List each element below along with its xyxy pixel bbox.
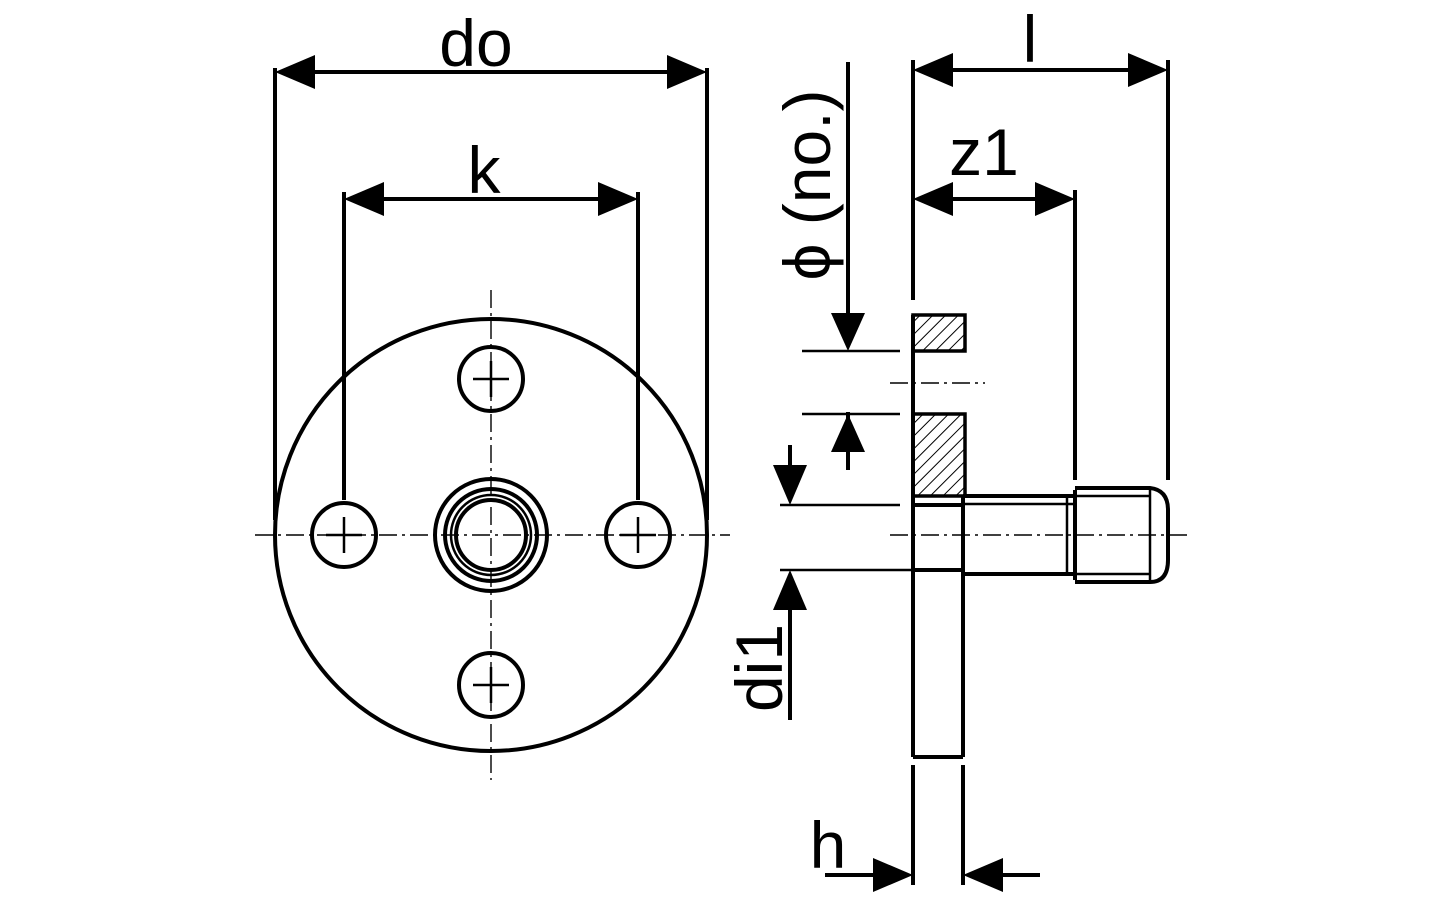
side-view: l z1 ϕ (no.) di1: [722, 2, 1188, 892]
hatched-section-top: [911, 313, 967, 353]
dimension-do: [273, 55, 709, 520]
label-hole-diameter: ϕ (no.): [770, 89, 844, 280]
bore-inner-ring: [449, 493, 533, 577]
dimension-k: [342, 182, 640, 500]
bore-outer-circle: [433, 477, 549, 593]
flange-outer-circle: [273, 317, 709, 753]
dimension-z1: [913, 182, 1077, 480]
bolt-hole-left: [310, 501, 378, 569]
label-do: do: [439, 6, 512, 80]
dimension-l: [911, 53, 1170, 480]
bore-ring: [443, 487, 539, 583]
bolt-hole-top: [457, 345, 525, 413]
label-h: h: [810, 808, 847, 882]
label-k: k: [468, 133, 502, 207]
hatched-section-lower: [911, 412, 967, 498]
pipe-spigot: [963, 486, 1170, 584]
label-l: l: [1023, 2, 1038, 76]
front-view: do k: [255, 6, 730, 780]
label-di1: di1: [722, 624, 796, 712]
bore-hole: [454, 498, 528, 572]
dimension-hole-diameter: [802, 62, 900, 470]
bolt-hole-right: [604, 501, 672, 569]
bolt-hole-crosses: [326, 361, 656, 703]
label-z1: z1: [949, 115, 1019, 189]
bolt-hole-bottom: [457, 651, 525, 719]
dimension-h: [825, 765, 1040, 892]
dimension-di1: [773, 445, 945, 720]
